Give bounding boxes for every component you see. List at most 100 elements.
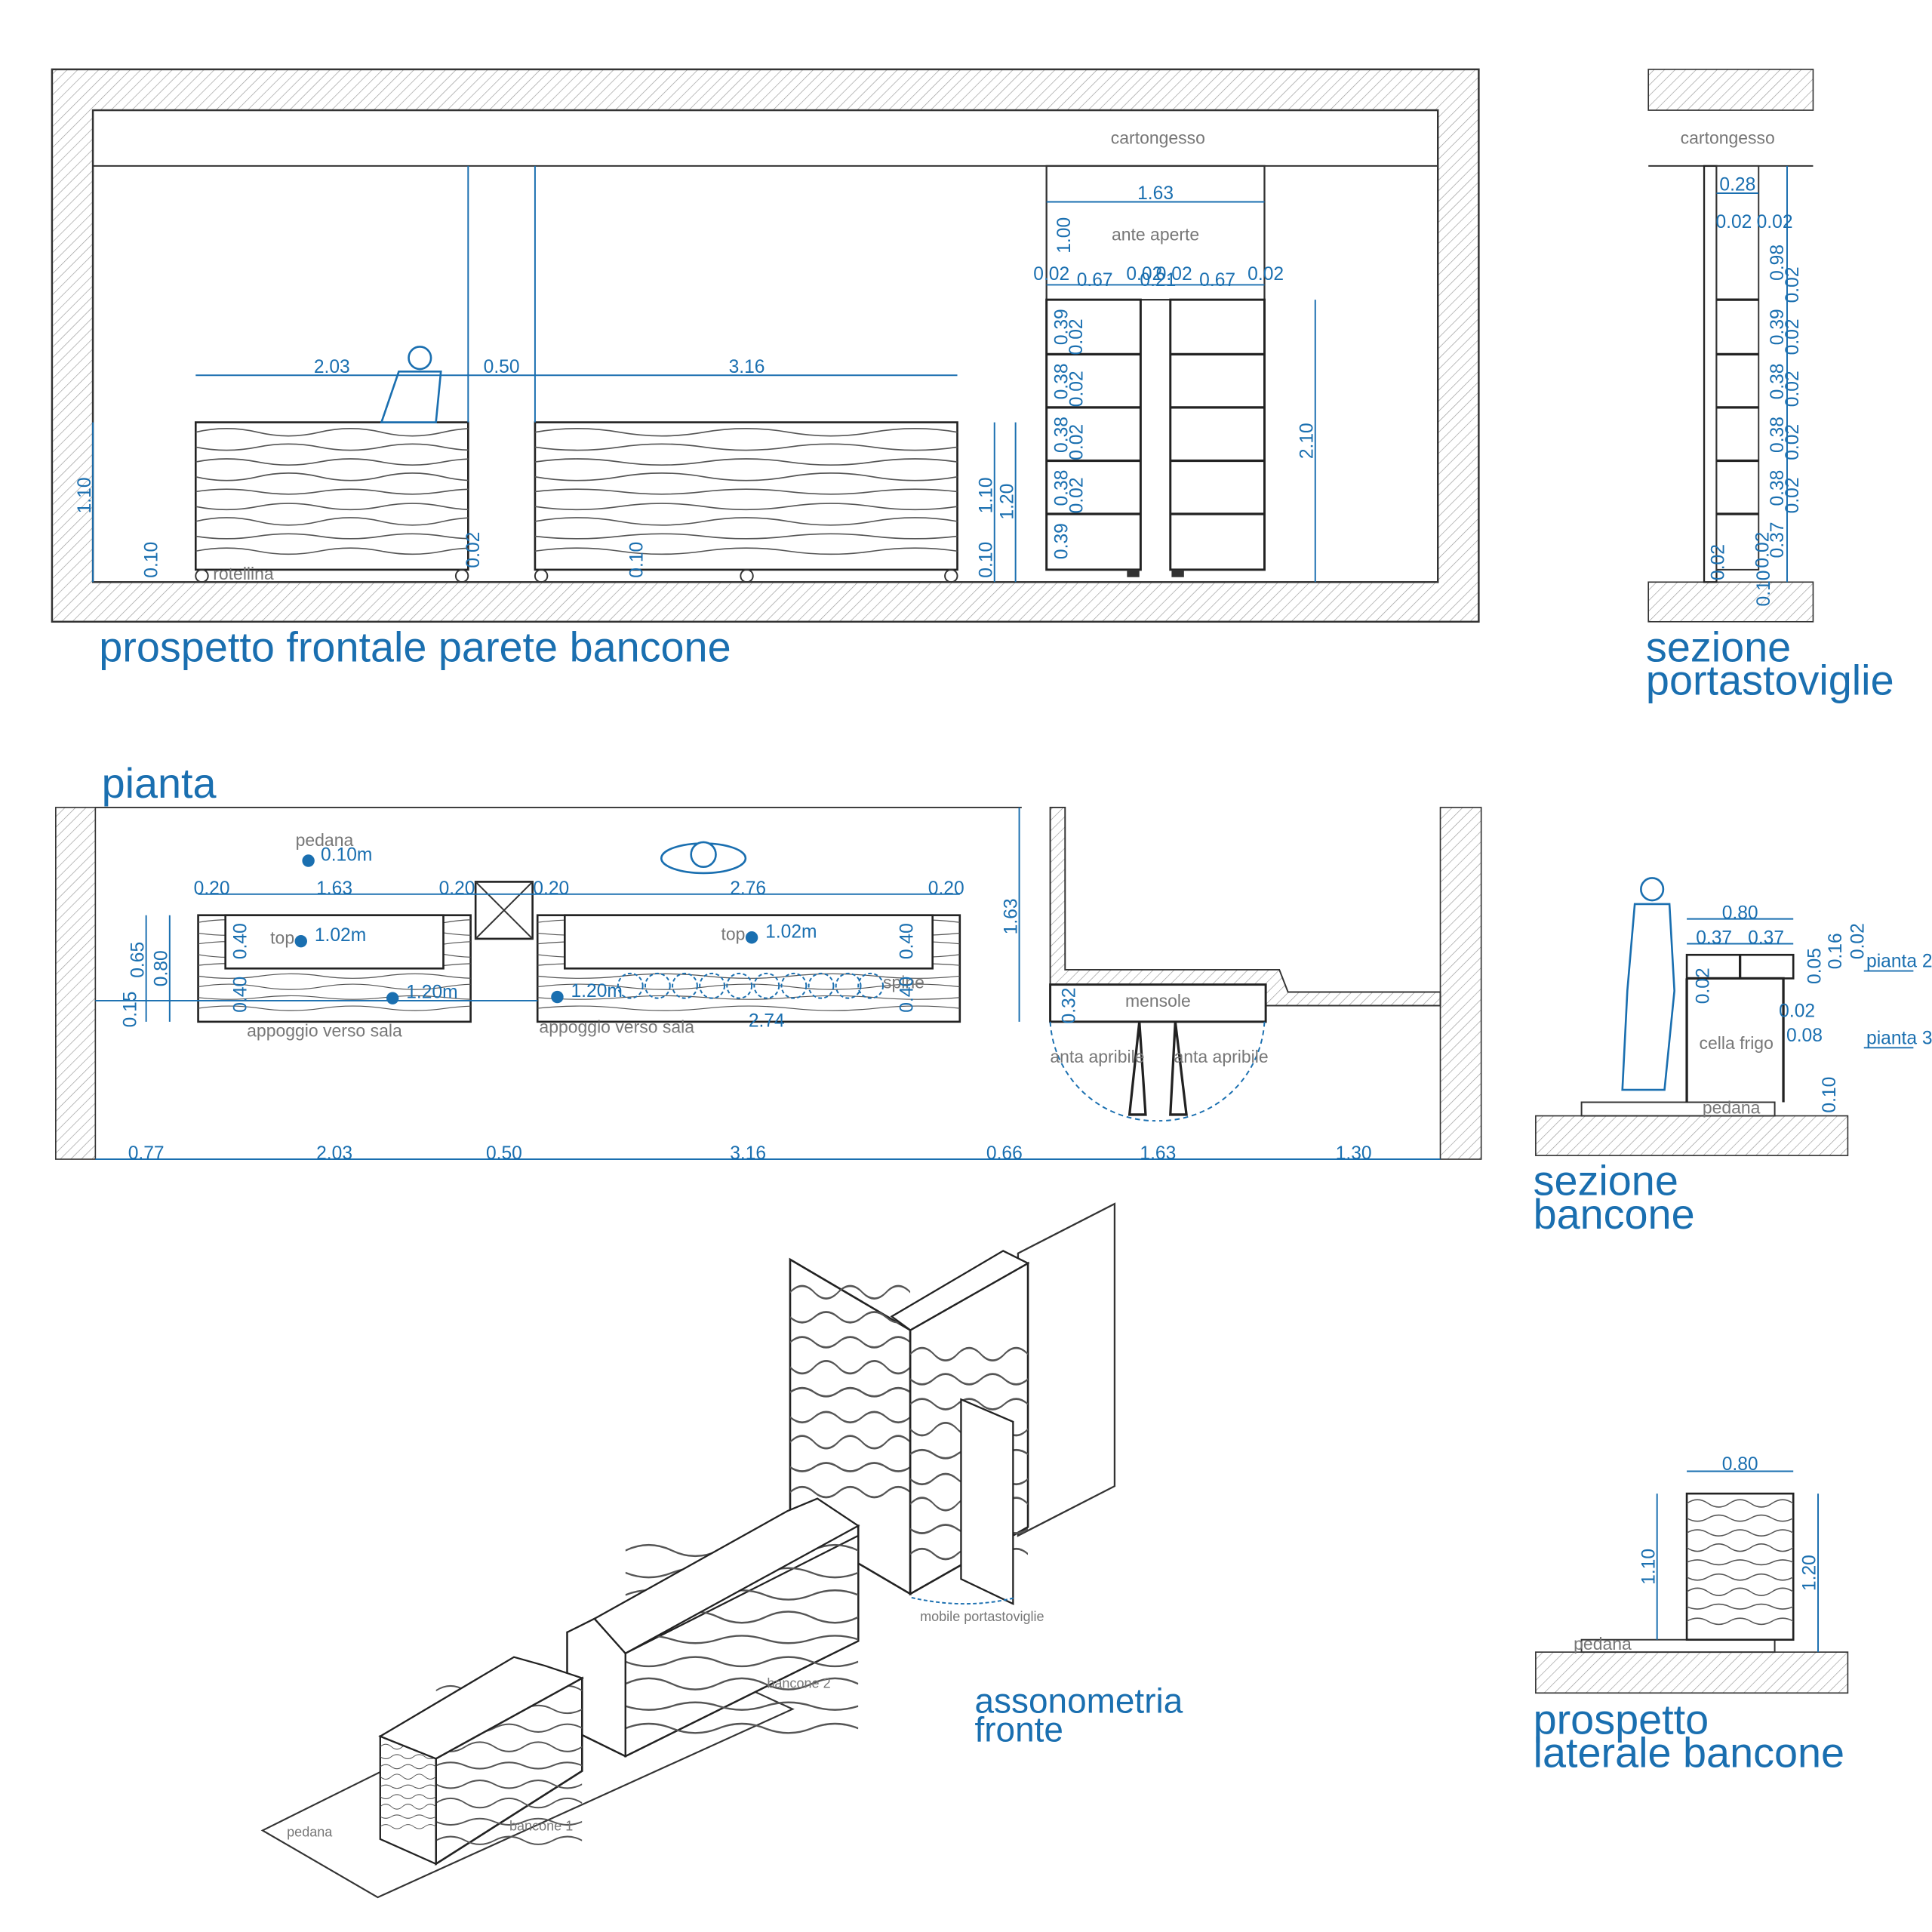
title-front-elevation: prospetto frontale parete bancone: [99, 623, 731, 670]
dimension-label: 1.10: [75, 477, 95, 513]
title-section-dish-1: sezione: [1646, 623, 1791, 670]
dimension-label: 0.40: [231, 923, 251, 959]
title-axo-2: fronte: [974, 1709, 1063, 1749]
dimension-label: 0.02: [1247, 264, 1284, 285]
dimension-label: top: [721, 924, 746, 944]
dimension-label: pianta 3: [1866, 1028, 1932, 1048]
dimension-label: 0.38: [1767, 417, 1788, 453]
dimension-label: 0.02: [1715, 212, 1752, 232]
front-top-dims: 2.03 0.50 3.16: [195, 357, 958, 377]
dimension-label: 0.10: [627, 542, 648, 578]
dimension-label: bancone 2: [767, 1676, 830, 1691]
dimension-label: 0.40: [231, 977, 251, 1013]
title-plan: pianta: [102, 759, 217, 807]
counter-1-plan: [197, 914, 472, 1023]
dimension-label: 0.40: [897, 923, 917, 959]
dimension-label: cartongesso: [1681, 128, 1775, 147]
dimension-label: 2.03: [316, 1143, 352, 1164]
dimension-label: 0.02: [1694, 968, 1714, 1004]
title-section-dish-2: portastoviglie: [1646, 657, 1894, 704]
dimension-label: 0.39: [1767, 309, 1788, 345]
dimension-label: mobile portastoviglie: [920, 1609, 1044, 1624]
dimension-label: 2.74: [749, 1011, 785, 1031]
dimension-label: pedana: [296, 830, 354, 850]
plan-top-dims: 0.20 1.63 0.20 0.20 2.76 0.20 2.74 0.40 …: [121, 878, 964, 1032]
dimension-label: 0.67: [1077, 270, 1113, 291]
dimension-label: 1.63: [1001, 898, 1021, 934]
dimension-label: 1.20m: [406, 983, 457, 1003]
title-section-counter-2: bancone: [1534, 1190, 1695, 1238]
dimension-label: 0.37: [1767, 522, 1788, 558]
dimension-label: 0.50: [486, 1143, 522, 1164]
dimension-label: 0.02: [1779, 1001, 1815, 1021]
dimension-label: 0.98: [1767, 245, 1788, 281]
dimension-label: appoggio verso sala: [247, 1021, 402, 1041]
dimension-label: 0.02: [1848, 923, 1869, 959]
dimension-label: pedana: [287, 1825, 333, 1840]
dimension-label: 0.15: [121, 991, 141, 1027]
side-elevation: pedana 0.80 1.10 1.20 prospetto laterale…: [1534, 1454, 1849, 1777]
dimension-label: 1.63: [1140, 1143, 1176, 1164]
dimension-label: 0.02: [1752, 532, 1773, 568]
person-figure-section: [1621, 877, 1675, 1091]
dimension-label: 1.02m: [765, 921, 817, 942]
dimension-label: 0.02: [1783, 477, 1803, 513]
dimension-label: 0.02: [1156, 264, 1192, 285]
dimension-label: 1.63: [316, 878, 352, 899]
dimension-label: 0.10m: [321, 845, 372, 866]
dimension-label: 0.80: [1722, 903, 1758, 924]
dimension-label: anta apribile: [1050, 1047, 1144, 1066]
dimension-label: anta apribile: [1174, 1047, 1268, 1066]
dimension-label: 0.38: [1767, 363, 1788, 399]
dimension-label: 2.76: [730, 878, 766, 899]
dimension-label: 0.38: [1767, 470, 1788, 506]
dimension-label: 0.02: [1783, 424, 1803, 460]
dimension-label: 1.10: [976, 477, 996, 513]
dish-cabinet-front: ante aperte 1.63 1.00 0.02 0.67 0.02 0.2…: [1033, 165, 1317, 583]
dimension-label: 0.80: [152, 950, 172, 986]
dimension-label: 0.02: [463, 532, 484, 568]
label-cartongesso: cartongesso: [1111, 128, 1205, 147]
dimension-label: 0.20: [533, 878, 569, 899]
dimension-label: 0.21: [1140, 270, 1176, 291]
dimension-label: 3.16: [730, 1143, 766, 1164]
dimension-label: 0.10: [976, 542, 996, 578]
dimension-label: 0.10: [141, 542, 162, 578]
dimension-label: 0.20: [439, 878, 475, 899]
dimension-label: 0.37: [1748, 928, 1784, 948]
dimension-label: 1.30: [1336, 1143, 1372, 1164]
dimension-label: 0.02: [1783, 266, 1803, 303]
section-dish-cabinet: cartongesso 0.28 0.02 0.02 0.98 0.02 0.3…: [1646, 69, 1894, 704]
label-ante-aperte: ante aperte: [1112, 224, 1199, 244]
counter-1-front: [194, 421, 469, 583]
dimension-label: 0.38: [1052, 470, 1072, 506]
dimension-label: 2.03: [314, 357, 350, 377]
dimension-label: 0.40: [897, 977, 917, 1013]
dimension-label: 0.02: [1066, 318, 1087, 355]
title-axo-1: assonometria: [974, 1681, 1183, 1721]
front-elevation: cartongesso rotellina 2.03: [51, 68, 1480, 670]
dimension-label: 0.80: [1722, 1454, 1758, 1475]
dimension-label: 0.02: [1066, 424, 1087, 460]
dimension-label: 0.16: [1826, 933, 1846, 969]
dimension-label: pianta 2: [1866, 952, 1932, 972]
dimension-label: 0.20: [928, 878, 964, 899]
dimension-label: 0.20: [194, 878, 230, 899]
dimension-label: 0.02: [1126, 264, 1162, 285]
dimension-label: 1.02m: [315, 925, 366, 946]
dimension-label: 0.66: [986, 1143, 1023, 1164]
dimension-label: 1.00: [1054, 217, 1075, 254]
dimension-label: 1.63: [1137, 183, 1174, 204]
section-counter: pedana cella frigo 0.80 0.37 0.37 0.05 0…: [1534, 877, 1932, 1238]
dimension-label: 0.05: [1804, 948, 1825, 984]
dimension-label: 0.77: [128, 1143, 165, 1164]
dimension-label: 0.02: [1066, 371, 1087, 407]
dimension-label: 0.10: [1820, 1077, 1840, 1113]
dimension-label: 0.02: [1066, 477, 1087, 513]
dimension-label: pedana: [1703, 1097, 1761, 1117]
person-figure-plan: [660, 841, 747, 875]
dimension-label: 0.28: [1719, 175, 1755, 195]
dimension-label: 0.10: [1754, 571, 1774, 607]
dimension-label: 0.38: [1052, 363, 1072, 399]
label-rotellina: rotellina: [213, 564, 274, 583]
